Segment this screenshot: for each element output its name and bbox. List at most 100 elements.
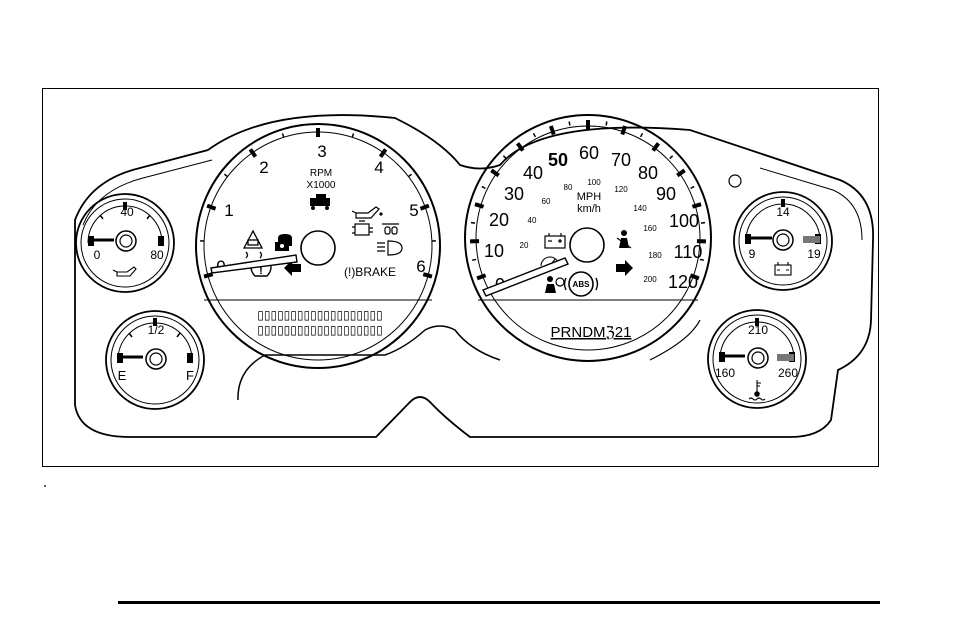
speedo-tick: [568, 121, 571, 126]
odometer-display-bottom: ▯▯▯▯▯▯▯▯▯▯▯▯▯▯▯▯▯▯▯: [257, 323, 382, 337]
speedo-tick: [470, 221, 476, 224]
mph-label-80: 80: [638, 163, 658, 183]
trip-reset-button[interactable]: [728, 174, 742, 188]
odometer-display-top: ▯▯▯▯▯▯▯▯▯▯▯▯▯▯▯▯▯▯▯: [257, 308, 382, 322]
cluster-housing: [74, 114, 874, 438]
tach-tick: [419, 203, 430, 211]
kmh-label-200: 200: [643, 275, 657, 284]
speedo-tick: [532, 132, 537, 138]
oil-can-icon: [351, 206, 383, 219]
cluster-housing-right-inner: [759, 167, 863, 241]
fuel-label-mid: 1/2: [148, 323, 165, 337]
voltmeter-gauge: 9 14 19: [733, 191, 833, 291]
kmh-label-140: 140: [633, 204, 647, 213]
tach-label-2: 2: [259, 158, 268, 177]
tach-hub: [300, 230, 336, 266]
oil-label-min: 0: [94, 248, 101, 262]
speedo-tick: [651, 142, 661, 152]
speedometer-ticks: [469, 120, 707, 281]
mph-label-70: 70: [611, 150, 631, 170]
tach-tick: [203, 272, 214, 279]
kmh-label-20: 20: [520, 241, 529, 250]
kmh-label-160: 160: [643, 224, 657, 233]
tach-tick: [206, 203, 217, 211]
fuel-label-min: E: [118, 368, 127, 383]
speedo-tick: [502, 155, 507, 160]
speedo-tick: [605, 121, 608, 126]
mph-label-100: 100: [669, 211, 699, 231]
speedometer: 0 10 20 30 40 50 60 70 80 90 100 110 120…: [464, 114, 712, 362]
illustration-frame: [42, 88, 879, 467]
tach-label-1: 1: [224, 201, 233, 220]
gear-indicator: PRNDMℨ21: [551, 324, 632, 341]
kmh-label-120: 120: [614, 185, 628, 194]
tach-tick: [281, 133, 285, 138]
speedo-tick: [620, 125, 628, 136]
speedo-needle: [482, 257, 569, 297]
tach-tick: [407, 173, 413, 178]
temp-label-max: 260: [778, 366, 798, 380]
brake-label: (!)BRAKE: [344, 265, 396, 279]
speedo-tick: [515, 142, 525, 152]
kmh-label-80: 80: [564, 183, 573, 192]
parking-light-icon: [382, 223, 399, 235]
cluster-housing-inner: [82, 159, 213, 226]
seatbelt-icon: [616, 230, 632, 249]
kmh-label-180: 180: [648, 251, 662, 260]
headlamp-icon: [377, 240, 403, 256]
speedo-unit-kmh: km/h: [577, 203, 601, 215]
volt-label-max: 19: [807, 247, 821, 261]
tach-tick: [223, 173, 229, 178]
speedo-tick: [676, 168, 686, 178]
speedo-tick: [548, 125, 556, 136]
volt-label-mid: 14: [776, 205, 790, 219]
mph-label-110: 110: [674, 242, 703, 262]
cluster-center-hump-right: [649, 319, 701, 361]
stray-dot: [44, 485, 46, 487]
speedo-tick: [471, 258, 477, 261]
speedo-tick: [699, 258, 705, 261]
speedo-tick: [690, 185, 695, 189]
kmh-label-40: 40: [528, 216, 537, 225]
temp-label-min: 160: [715, 366, 735, 380]
speedo-hub: [569, 227, 605, 263]
oil-gauge-oil-can-icon: [112, 266, 137, 277]
thermometer-icon: [748, 380, 766, 401]
abs-label: ABS: [573, 280, 591, 289]
tach-tick: [422, 272, 433, 279]
temp-label-mid: 210: [748, 323, 768, 337]
kmh-label-100: 100: [587, 178, 601, 187]
coolant-temp-gauge: 160 210 260: [707, 309, 807, 409]
speedo-tick: [691, 202, 702, 209]
speedo-tick: [490, 168, 500, 178]
svg-text:!: !: [259, 265, 263, 277]
oil-pressure-gauge: 0 40 80: [75, 193, 175, 293]
kmh-label-60: 60: [542, 197, 551, 206]
mph-label-120: 120: [668, 272, 698, 292]
cluster-center-hump: [237, 325, 501, 401]
speedo-tick: [669, 155, 674, 160]
tachometer: 0 1 2 3 4 5 6 RPM X1000: [195, 123, 441, 369]
speedo-tick: [700, 221, 706, 224]
abs-icon: ABS: [563, 271, 599, 297]
airbag-icon: [545, 276, 565, 293]
mph-label-90: 90: [656, 184, 676, 204]
tach-unit-x1000: X1000: [307, 180, 336, 191]
tach-needle: [210, 254, 298, 274]
speedo-tick: [474, 202, 485, 209]
mph-label-30: 30: [504, 184, 524, 204]
mph-label-50: 50: [548, 150, 568, 170]
tach-unit-rpm: RPM: [310, 168, 332, 179]
speedo-tick: [476, 273, 487, 281]
tachometer-ticks: [200, 128, 436, 279]
oil-label-max: 80: [150, 248, 164, 262]
oil-label-mid: 40: [120, 205, 134, 219]
tow-haul-icon: [310, 194, 330, 210]
traction-control-icon: [242, 229, 264, 259]
volt-battery-icon: [774, 262, 792, 276]
speedo-tick: [689, 273, 700, 281]
battery-icon: [544, 233, 566, 249]
speedo-unit-mph: MPH: [577, 191, 602, 203]
page-rule: [118, 601, 880, 604]
mph-label-10: 10: [484, 241, 504, 261]
